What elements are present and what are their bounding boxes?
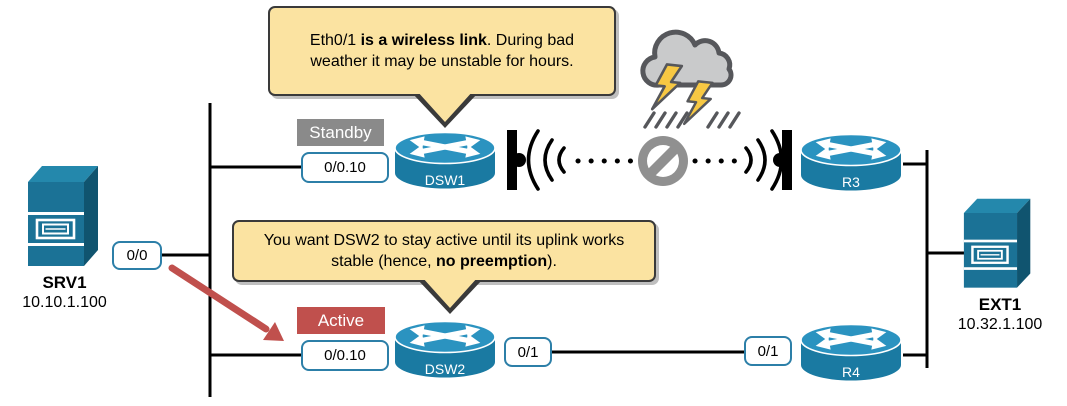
red-arrow-icon — [168, 264, 284, 341]
active-badge: Active — [297, 307, 385, 334]
callout-preempt-text: You want DSW2 to stay active until its u… — [244, 230, 644, 272]
interface-label-dsw1-lan: 0/0.10 — [301, 152, 389, 183]
router-dsw2: DSW2 — [392, 316, 498, 380]
interface-label-dsw2-lan: 0/0.10 — [301, 340, 389, 371]
callout-tail-fill — [422, 277, 478, 308]
callout-text-pre: You want DSW2 to stay active until its u… — [263, 232, 625, 270]
no-entry-icon — [638, 136, 688, 186]
callout-wireless-text: Eth0/1 is a wireless link. During bad we… — [280, 30, 604, 72]
lightning-bolts — [650, 63, 714, 126]
callout-wireless-link: Eth0/1 is a wireless link. During bad we… — [268, 6, 616, 128]
callout-text-post: . During bad weather it may be unstable … — [310, 32, 575, 70]
server-srv1-label: SRV1 10.10.1.100 — [0, 273, 132, 313]
standby-badge: Standby — [297, 119, 384, 146]
interface-label-dsw2-uplink: 0/1 — [504, 337, 552, 367]
callout-text-bold: no preemption — [436, 253, 548, 270]
antenna-icon-left — [507, 130, 526, 190]
server-icon — [26, 164, 100, 268]
wired-links — [162, 103, 964, 397]
interface-label-srv1: 0/0 — [112, 241, 162, 270]
router-r3: R3 — [798, 129, 904, 193]
router-name: R4 — [842, 364, 860, 380]
radio-waves-icon — [526, 129, 784, 191]
router-r4: R4 — [798, 319, 904, 383]
router-name: DSW1 — [424, 172, 466, 188]
callout-tail-fill — [417, 91, 473, 122]
device-name: SRV1 — [42, 273, 87, 292]
device-ip: 10.32.1.100 — [957, 316, 1043, 333]
interface-label-r4: 0/1 — [744, 336, 792, 366]
server-icon — [962, 197, 1032, 289]
device-ip: 10.10.1.100 — [22, 294, 107, 311]
callout-no-preemption: You want DSW2 to stay active until its u… — [232, 220, 656, 314]
router-dsw1: DSW1 — [392, 127, 498, 191]
rain-slashes — [643, 111, 741, 129]
callout-text-bold: is a wireless link — [360, 32, 487, 49]
router-name: DSW2 — [424, 361, 466, 377]
callout-text-pre: Eth0/1 — [309, 32, 361, 49]
server-srv1 — [26, 164, 104, 272]
router-name: R3 — [842, 174, 860, 190]
device-name: EXT1 — [978, 295, 1022, 314]
callout-text-post: ). — [547, 253, 557, 270]
cloud-shape — [640, 29, 734, 88]
server-ext1-label: EXT1 10.32.1.100 — [935, 295, 1065, 335]
server-ext1 — [962, 197, 1036, 293]
storm-cloud-lightning-icon — [640, 29, 741, 129]
